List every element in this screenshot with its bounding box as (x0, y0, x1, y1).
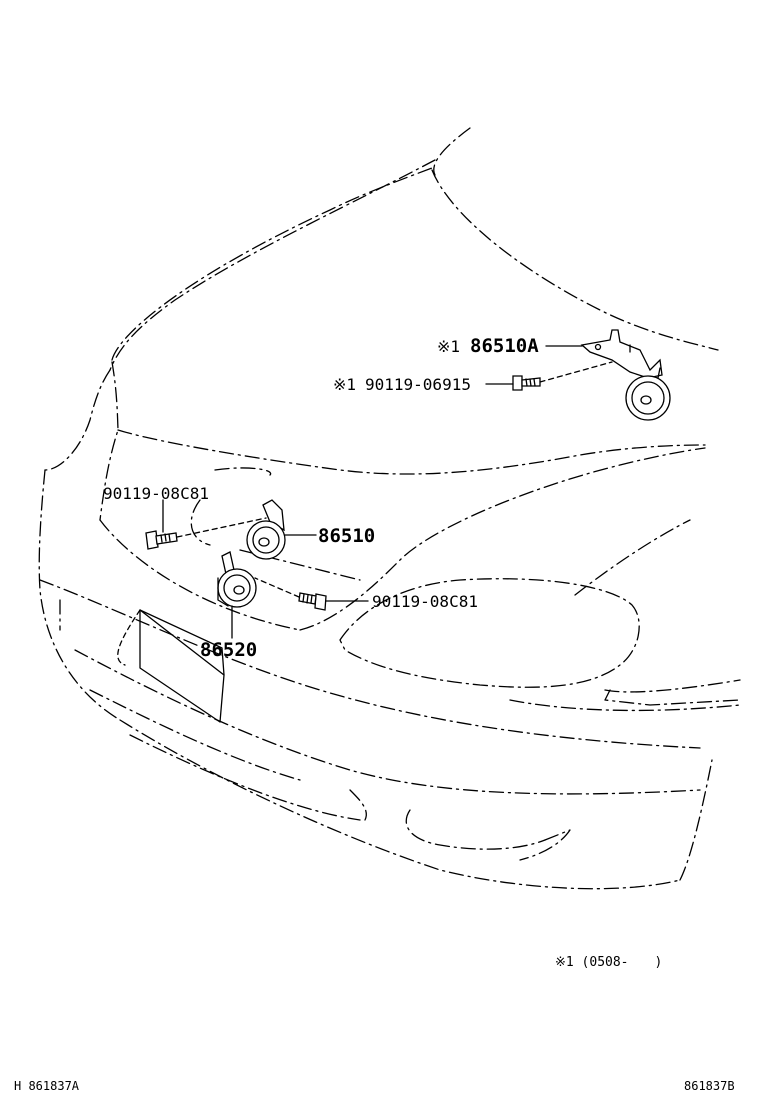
horn-86520 (217, 551, 257, 608)
leader-lines (162, 345, 583, 639)
illustration-code-right: 861837B (684, 1079, 735, 1093)
label-90119-08C81-right: 90119-08C81 (372, 592, 478, 611)
horn-bracket-86510A (580, 329, 663, 379)
horn-86510 (246, 499, 286, 560)
bolt-90119-06915 (512, 361, 613, 391)
label-90119-08C81-left: 90119-08C81 (103, 484, 209, 503)
bolt-90119-08C81-left (145, 517, 267, 550)
label-90119-06915-mark: ※1 (333, 375, 356, 394)
label-86510A: 86510A (470, 335, 539, 357)
horn-upper (625, 367, 671, 421)
bolt-90119-08C81-right (254, 577, 327, 611)
illustration-code-left: H 861837A (14, 1079, 80, 1093)
license-plate-bracket (117, 609, 225, 723)
part-labels: ※1 86510A ※1 90119-06915 90119-08C81 865… (103, 335, 539, 661)
label-86510: 86510 (318, 525, 375, 547)
label-86520: 86520 (200, 639, 257, 661)
label-90119-06915: 90119-06915 (365, 375, 471, 394)
car-body-outline (38, 127, 741, 890)
label-86510A-mark: ※1 (437, 337, 460, 356)
applicability-footnote: ※1 (0508- ) (555, 955, 662, 970)
